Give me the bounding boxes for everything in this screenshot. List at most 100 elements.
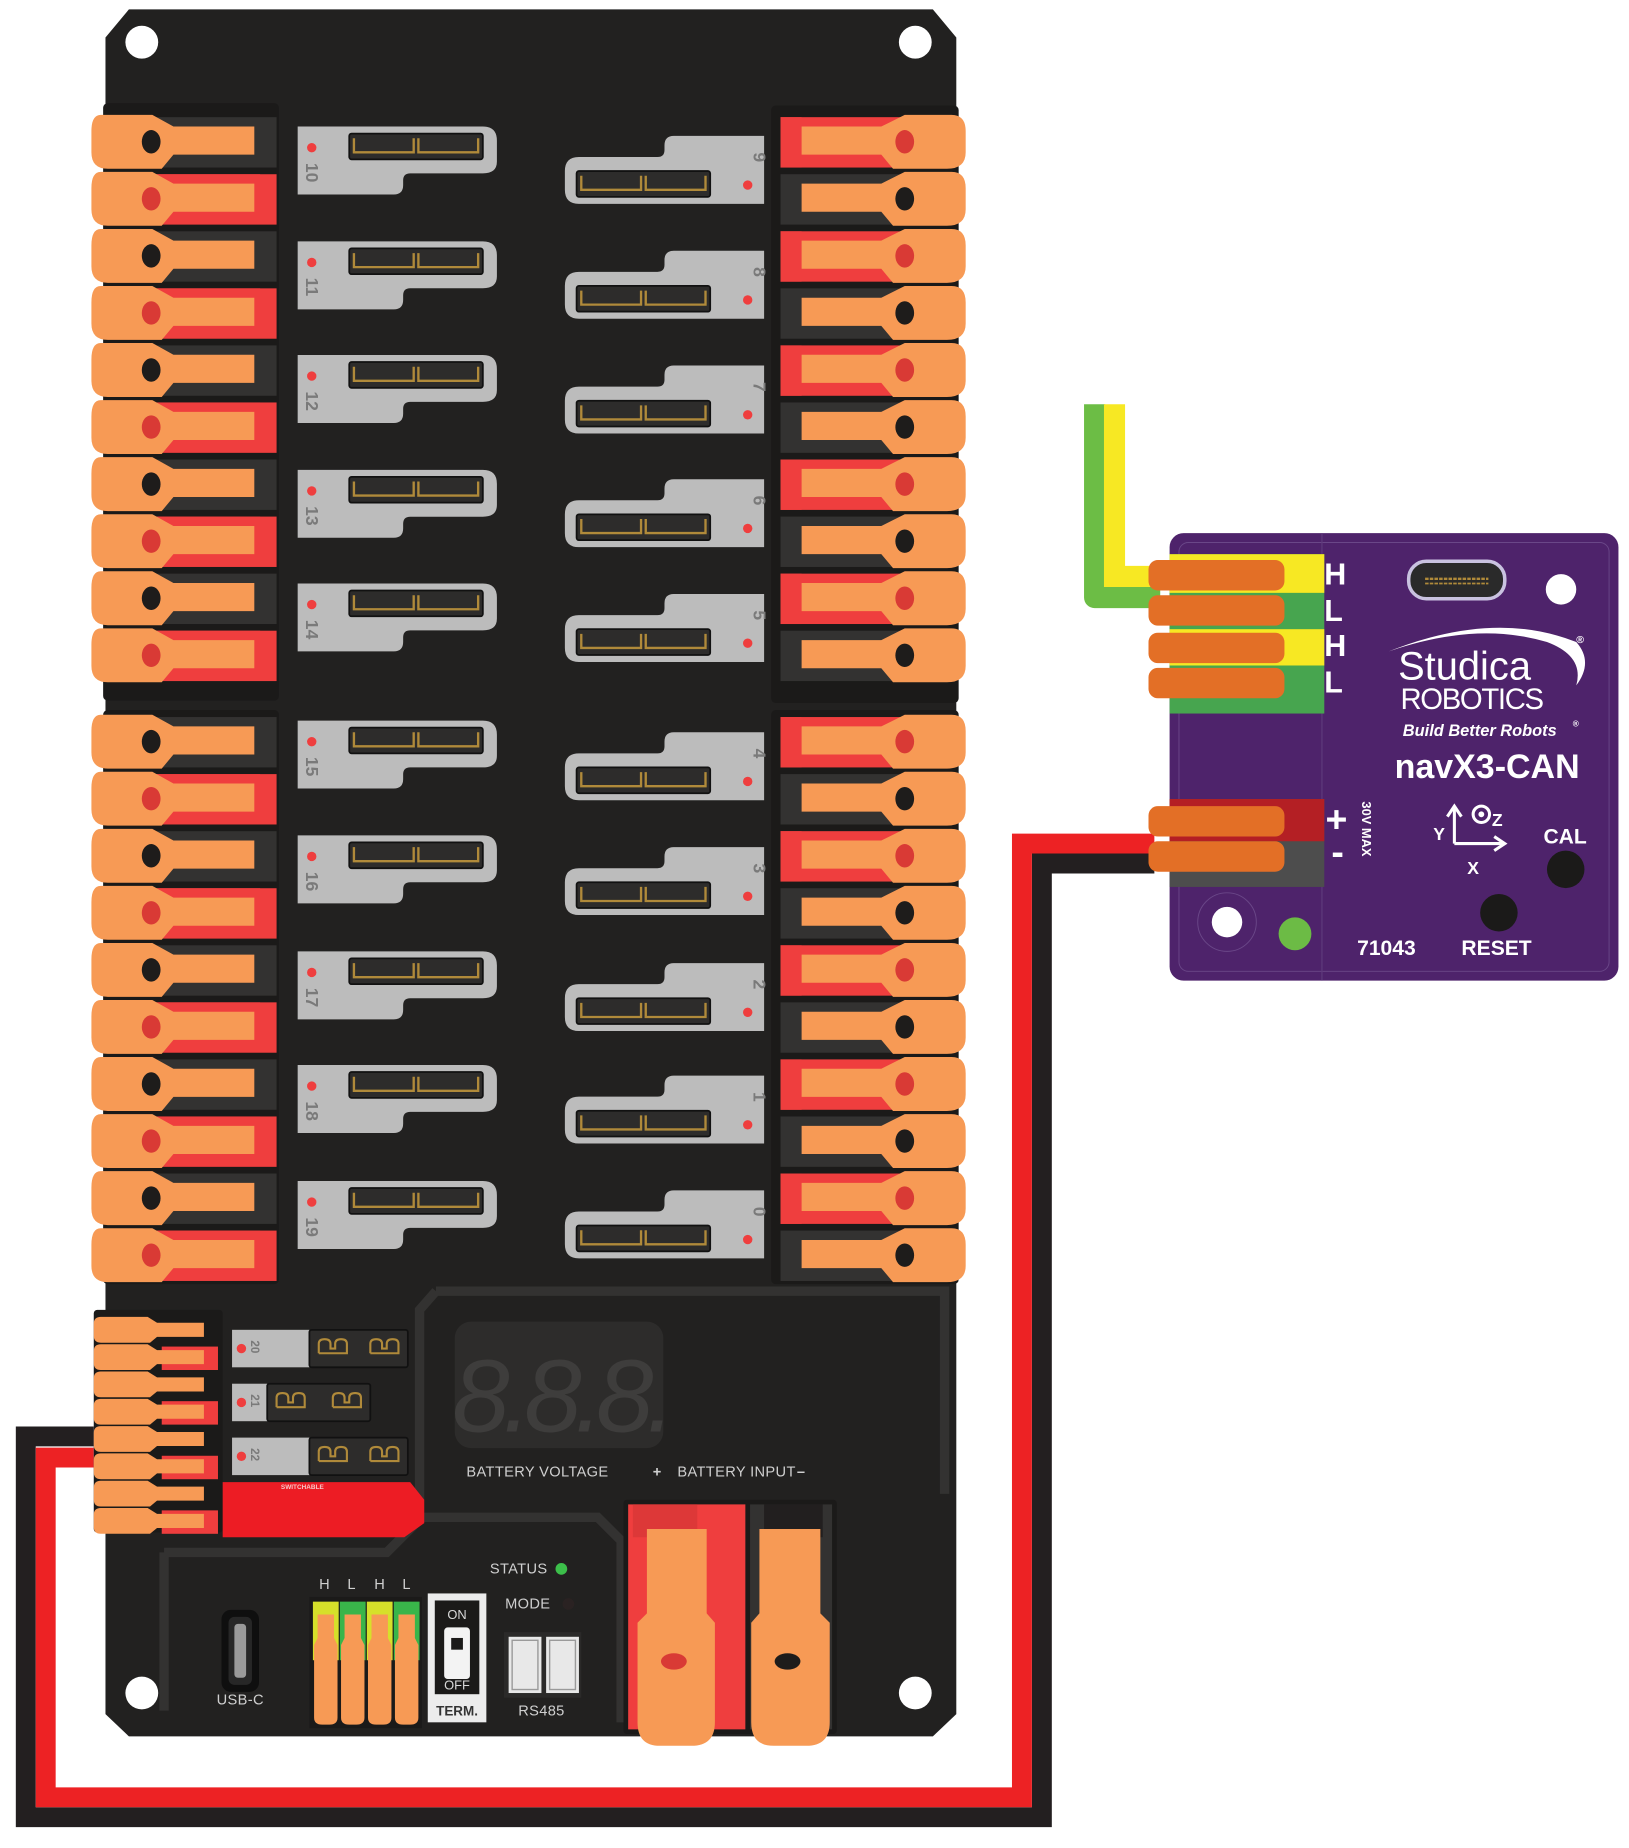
fuse-holder-ch4[interactable]: 4: [564, 732, 770, 801]
fuse-holder-ch7[interactable]: 7: [564, 365, 770, 434]
right-terminal-ch5-pos[interactable]: [780, 571, 966, 626]
right-terminal-ch2-pos[interactable]: [780, 942, 966, 997]
right-terminal-ch4-neg[interactable]: [780, 771, 966, 826]
left-terminal-ch13-neg[interactable]: [91, 457, 277, 512]
fuse-holder-ch16[interactable]: 16: [297, 835, 497, 904]
rs485-connectors[interactable]: [503, 1632, 582, 1698]
left-terminal-ch14-pos[interactable]: [91, 628, 277, 683]
fuse-holder-ch8[interactable]: 8: [564, 250, 770, 319]
left-terminal-ch10-pos[interactable]: [91, 171, 277, 226]
right-terminal-ch7-neg[interactable]: [780, 400, 966, 455]
channel-led: [743, 1120, 753, 1130]
right-terminal-ch3-neg[interactable]: [780, 885, 966, 940]
left-terminal-ch12-neg[interactable]: [91, 343, 277, 397]
left-terminal-ch18-pos[interactable]: [91, 1114, 277, 1169]
fuse-holder-ch1[interactable]: 1: [564, 1075, 770, 1144]
fuse-holder-ch12[interactable]: 12: [297, 355, 497, 423]
channel-number: 20: [248, 1340, 261, 1354]
can-high-lever-1[interactable]: [1148, 560, 1285, 591]
can-low-lever-2[interactable]: [1148, 667, 1285, 699]
terminal-screw-icon: [141, 1243, 161, 1267]
right-terminal-ch4-pos[interactable]: [780, 714, 966, 769]
left-terminal-ch16-pos[interactable]: [91, 885, 277, 940]
pdh-can-pin-l1[interactable]: [339, 1601, 366, 1725]
battery-input-terminals[interactable]: [623, 1499, 837, 1746]
power-neg-lever[interactable]: [1148, 841, 1285, 872]
left-terminal-ch17-neg[interactable]: [91, 942, 277, 997]
can-low-lever-1[interactable]: [1148, 595, 1285, 626]
mount-hole-tr: [898, 25, 932, 59]
left-terminal-ch19-neg[interactable]: [91, 1171, 277, 1226]
left-terminal-ch18-neg[interactable]: [91, 1057, 277, 1111]
left-terminal-ch10-neg[interactable]: [91, 114, 277, 169]
fuse-holder-ch3[interactable]: 3: [564, 847, 770, 916]
fuse-holder-ch17[interactable]: 17: [297, 951, 497, 1020]
reset-button[interactable]: [1480, 893, 1518, 932]
low-current-terminal-neg[interactable]: [93, 1480, 204, 1507]
channel-number: 3: [750, 864, 770, 874]
pdh-can-pin-h1[interactable]: [312, 1601, 339, 1725]
fuse-holder-ch13[interactable]: 13: [297, 469, 497, 538]
pdh-can-pin-h2[interactable]: [366, 1601, 393, 1725]
right-terminal-ch6-pos[interactable]: [780, 457, 966, 512]
left-terminal-ch13-pos[interactable]: [91, 514, 277, 569]
navx-power-terminal[interactable]: [1148, 799, 1325, 887]
right-terminal-ch5-neg[interactable]: [780, 628, 966, 683]
right-terminal-ch2-neg[interactable]: [780, 1000, 966, 1054]
battery-positive-lug[interactable]: [637, 1528, 715, 1746]
fuse-holder-ch18[interactable]: 18: [297, 1065, 497, 1133]
fuse-holder-ch20[interactable]: 20: [232, 1328, 409, 1369]
right-terminal-ch1-neg[interactable]: [780, 1114, 966, 1169]
left-terminal-ch11-neg[interactable]: [91, 228, 277, 283]
low-current-terminal-pos[interactable]: [93, 1344, 218, 1371]
left-terminal-ch11-pos[interactable]: [91, 285, 277, 340]
pdh-can-connector[interactable]: [309, 1596, 422, 1729]
fuse-holder-ch5[interactable]: 5: [564, 594, 770, 662]
right-terminal-ch7-pos[interactable]: [780, 343, 966, 397]
left-terminal-ch16-neg[interactable]: [91, 828, 277, 883]
fuse-holder-ch21[interactable]: 21: [232, 1382, 372, 1423]
fuse-holder-ch6[interactable]: 6: [564, 479, 770, 548]
left-terminal-ch14-neg[interactable]: [91, 571, 277, 626]
right-terminal-ch8-pos[interactable]: [780, 228, 966, 283]
right-terminal-ch9-pos[interactable]: [780, 114, 966, 169]
cal-button[interactable]: [1546, 850, 1585, 889]
navx-can-terminal[interactable]: [1148, 554, 1325, 714]
right-terminal-ch1-pos[interactable]: [780, 1057, 966, 1111]
terminal-screw-icon: [141, 1072, 161, 1096]
termination-switch[interactable]: [427, 1593, 487, 1723]
low-current-terminal-pos[interactable]: [93, 1453, 218, 1480]
fuse-holder-ch2[interactable]: 2: [564, 963, 770, 1032]
right-terminal-ch0-neg[interactable]: [780, 1228, 966, 1283]
low-current-terminal-pos[interactable]: [93, 1508, 218, 1534]
right-terminal-ch6-neg[interactable]: [780, 514, 966, 569]
low-current-terminal-neg[interactable]: [93, 1426, 204, 1452]
fuse-holder-ch22[interactable]: 22: [232, 1436, 409, 1476]
left-terminal-ch19-pos[interactable]: [91, 1228, 277, 1283]
battery-negative-lug[interactable]: [751, 1528, 830, 1746]
pdh-can-pin-l2[interactable]: [393, 1601, 420, 1725]
fuse-holder-ch11[interactable]: 11: [297, 241, 497, 310]
can-high-lever-2[interactable]: [1148, 632, 1285, 664]
fuse-holder-ch9[interactable]: 9: [564, 135, 770, 204]
right-terminal-ch0-pos[interactable]: [780, 1171, 966, 1226]
fuse-holder-ch15[interactable]: 15: [297, 720, 497, 789]
right-terminal-ch8-neg[interactable]: [780, 285, 966, 340]
low-current-terminal-neg[interactable]: [93, 1371, 204, 1398]
power-pos-lever[interactable]: [1148, 806, 1285, 837]
left-terminal-ch17-pos[interactable]: [91, 1000, 277, 1054]
right-terminal-ch9-neg[interactable]: [780, 171, 966, 226]
left-terminal-ch15-neg[interactable]: [91, 714, 277, 769]
navx-can-pin-l1: L: [1324, 594, 1343, 628]
fuse-holder-ch0[interactable]: 0: [564, 1190, 770, 1259]
low-current-terminal-neg[interactable]: [93, 1316, 204, 1343]
fuse-holder-ch10[interactable]: 10: [297, 126, 497, 195]
fuse-holder-ch19[interactable]: 19: [297, 1181, 497, 1249]
terminal-screw-icon: [895, 901, 915, 925]
left-terminal-ch15-pos[interactable]: [91, 771, 277, 826]
left-terminal-ch12-pos[interactable]: [91, 400, 277, 455]
fuse-holder-ch14[interactable]: 14: [297, 583, 497, 652]
term-on-label: ON: [447, 1607, 466, 1622]
low-current-terminal-pos[interactable]: [93, 1398, 218, 1425]
right-terminal-ch3-pos[interactable]: [780, 828, 966, 883]
